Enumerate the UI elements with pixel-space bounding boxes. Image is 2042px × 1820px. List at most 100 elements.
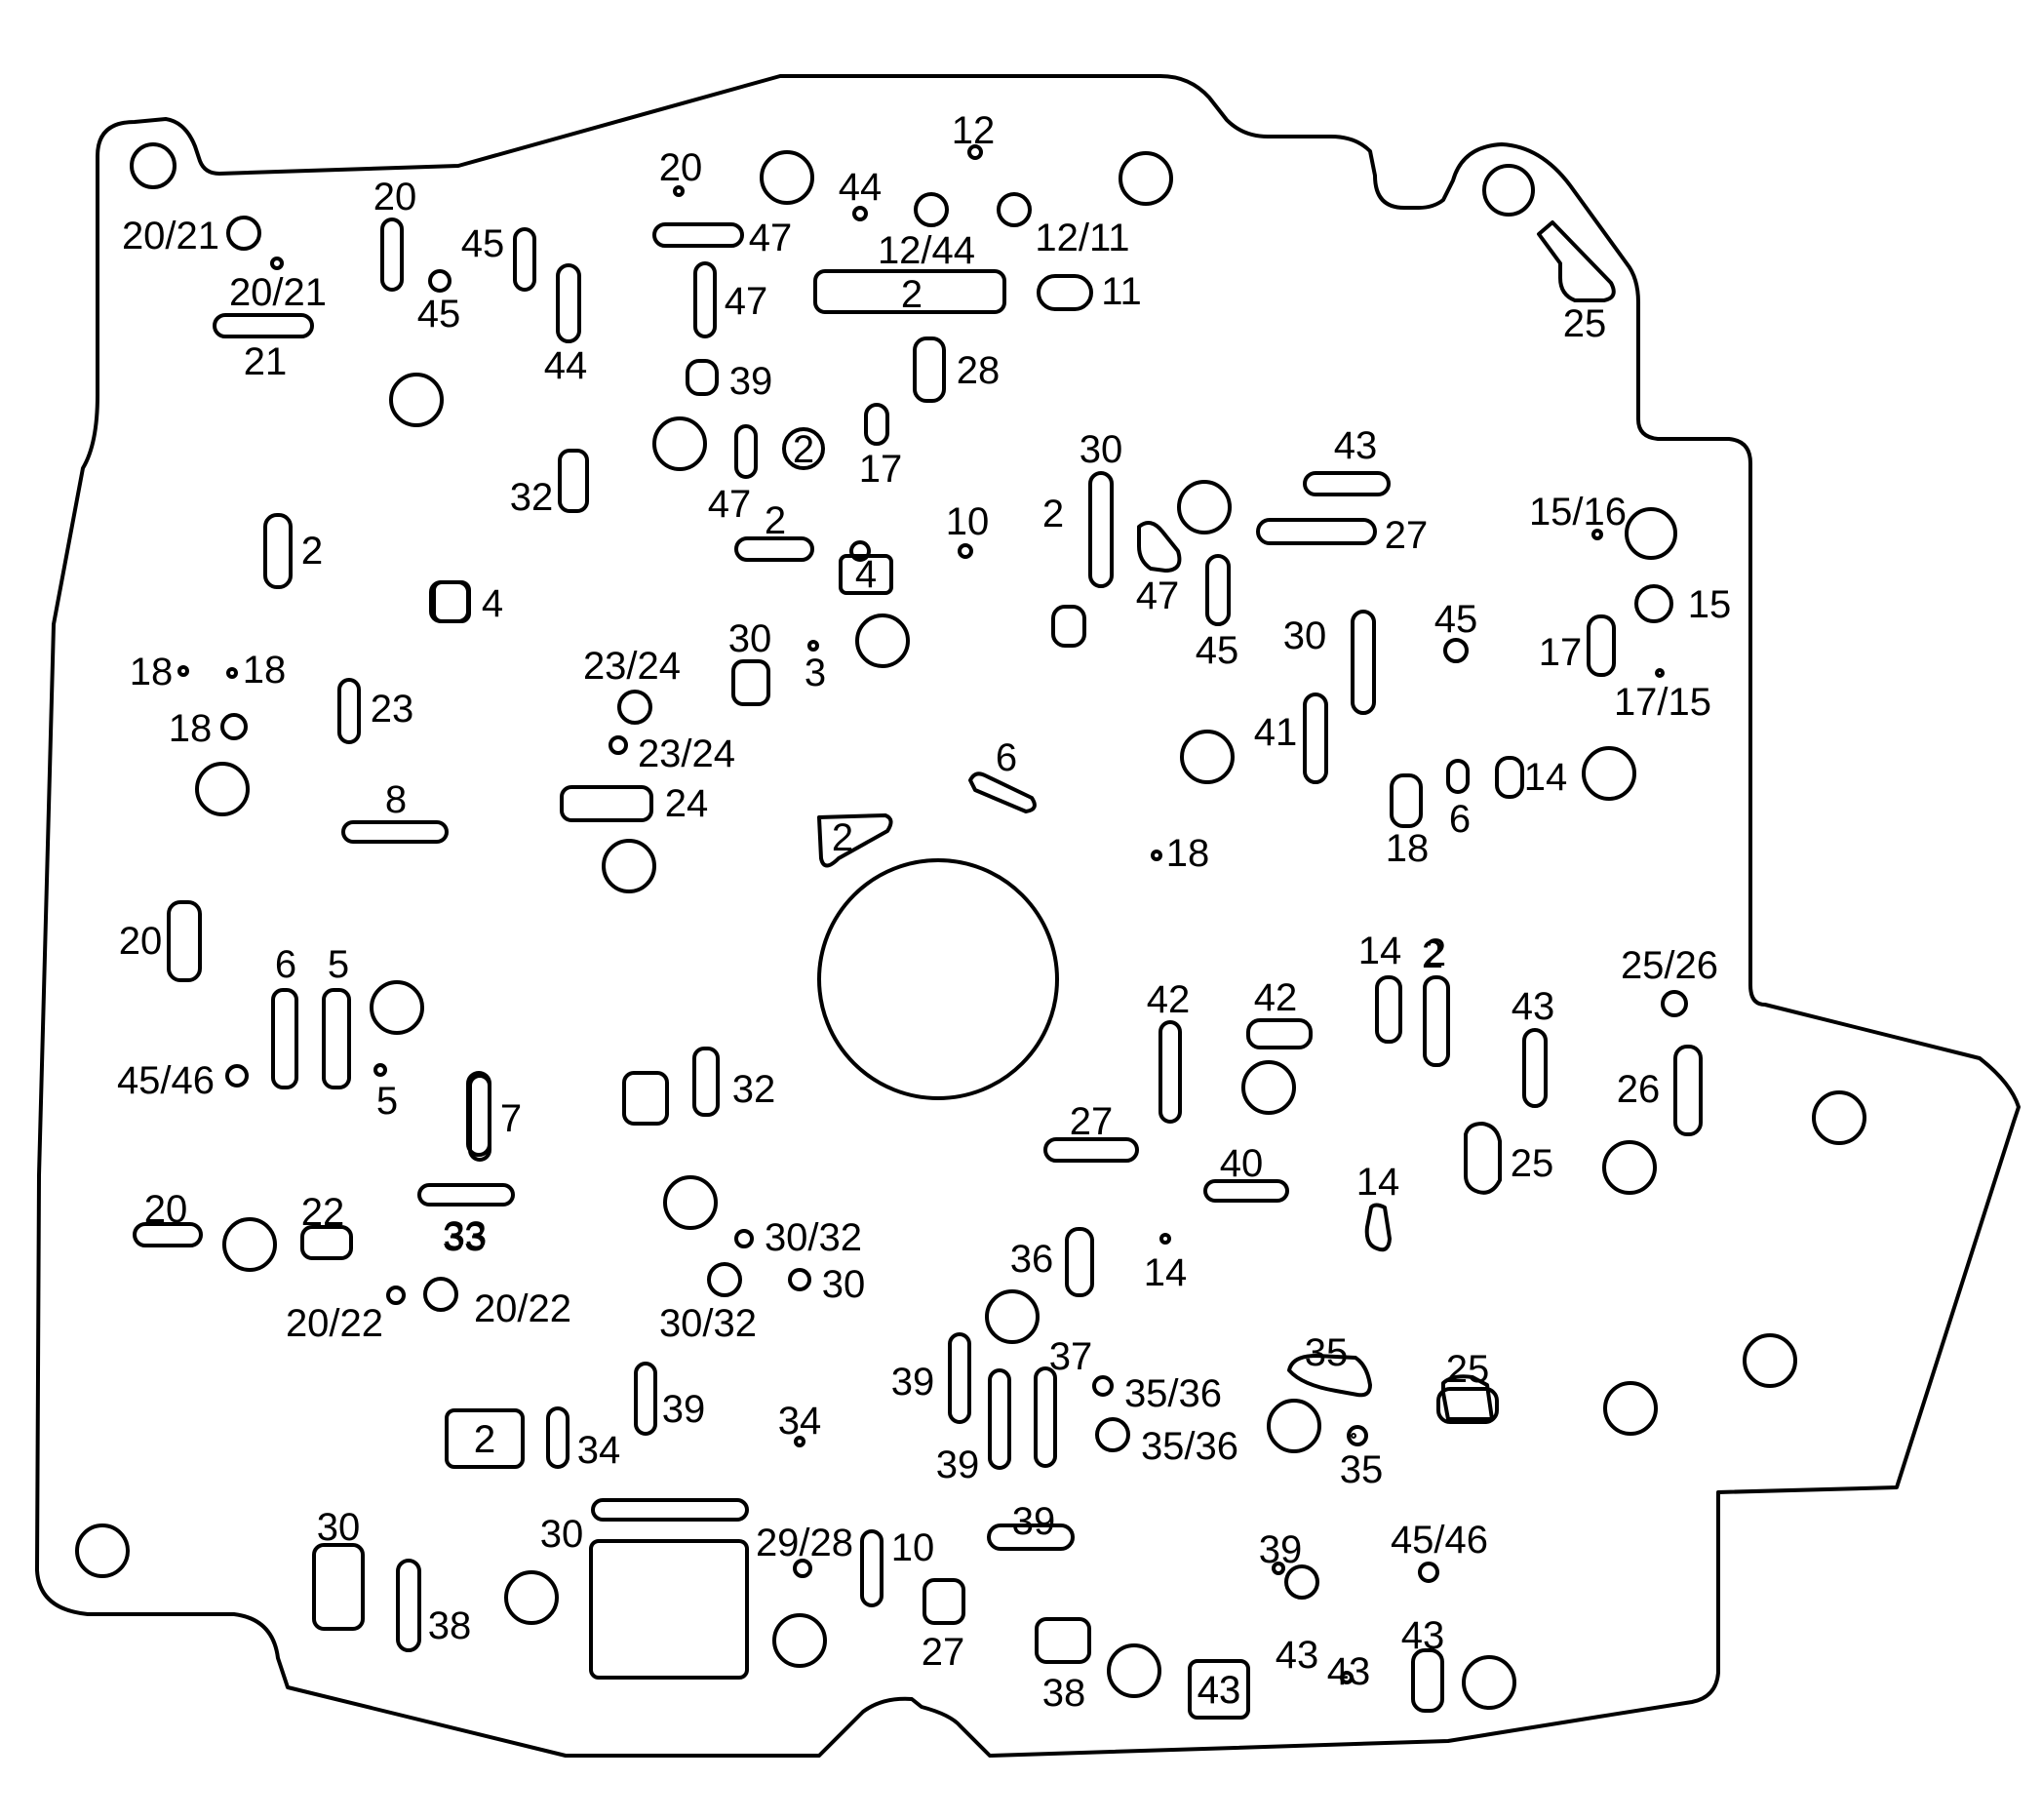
hole: [222, 1217, 277, 1272]
slot: [1673, 1045, 1703, 1136]
slot: [1303, 471, 1391, 496]
hole-label: 30/32: [659, 1302, 757, 1345]
hole-label: 14: [1358, 930, 1402, 972]
orifice: [1591, 529, 1603, 540]
slot: [1205, 554, 1231, 626]
slot: [634, 1362, 657, 1436]
hole-label: 12/11: [1035, 217, 1129, 259]
slot: [1034, 1366, 1057, 1468]
hole-label: 17: [859, 448, 903, 491]
orifice: [914, 192, 949, 227]
hole-label: 8: [385, 778, 407, 821]
slot: [692, 1047, 720, 1117]
orifice: [788, 1268, 811, 1291]
hole-label: 34: [577, 1429, 621, 1472]
slot: [322, 988, 351, 1089]
slot: [923, 1578, 965, 1625]
hole-label: 17: [1539, 631, 1583, 674]
hole-label: 43: [1276, 1634, 1319, 1677]
box-label: 2: [474, 1418, 495, 1461]
hole-label: 37: [1049, 1335, 1093, 1378]
hole-label: 27: [1385, 514, 1429, 557]
orifice: [226, 667, 238, 679]
label-box: [445, 1408, 525, 1469]
hole-label: 26: [1617, 1068, 1661, 1111]
hole-label: 20/22: [286, 1302, 383, 1345]
hole: [1602, 1140, 1657, 1195]
hole: [760, 150, 814, 205]
orifice: [967, 144, 983, 160]
hole: [1267, 1399, 1321, 1453]
slot: [271, 988, 298, 1089]
slots: [133, 218, 1703, 1713]
center-bore: [817, 858, 1059, 1100]
hole-label: 18: [1166, 832, 1210, 875]
hole-label: 42: [1254, 976, 1298, 1019]
hole-label: 45: [1196, 629, 1239, 672]
slot: [693, 261, 717, 338]
slot: [948, 1332, 971, 1424]
hole-label: 20: [119, 920, 163, 963]
hole-label: 18: [169, 707, 213, 750]
hole-label: 20/22: [474, 1287, 571, 1330]
hole: [1177, 480, 1232, 534]
hole-label: 11: [1101, 270, 1142, 313]
hole-label: 43: [1512, 985, 1555, 1028]
hole-label: 43: [1327, 1650, 1371, 1693]
orifice: [428, 269, 452, 293]
orifice: [734, 1229, 754, 1248]
port: [1537, 220, 1616, 302]
hole-label: 21: [244, 340, 288, 383]
slot: [731, 659, 770, 706]
orifice: [1347, 1425, 1368, 1446]
slot: [1035, 1617, 1091, 1664]
orifice: [807, 640, 819, 652]
hole-label: 6: [1449, 798, 1471, 841]
hole-label: 2: [301, 530, 323, 573]
slot: [734, 536, 814, 562]
slot: [468, 1074, 491, 1162]
port: [968, 772, 1037, 813]
hole-label: 43: [1198, 1669, 1241, 1712]
slot: [417, 1183, 515, 1207]
hole-label: 42: [1147, 978, 1191, 1021]
orifice: [226, 216, 261, 251]
orifice: [997, 192, 1032, 227]
orifice: [177, 665, 189, 677]
hole: [1462, 1655, 1516, 1710]
orifice: [1418, 1562, 1439, 1583]
hole: [195, 762, 250, 816]
hole-label: 28: [957, 349, 1001, 392]
hole-label: 10: [891, 1526, 935, 1569]
slot: [560, 785, 653, 822]
slot: [988, 1368, 1011, 1470]
slot: [1351, 610, 1376, 715]
hole-label: 39: [1259, 1528, 1303, 1571]
orifice: [1272, 1562, 1285, 1575]
slot: [396, 1559, 421, 1652]
hole: [504, 1570, 559, 1625]
slot: [860, 1529, 884, 1607]
hole-label: 34: [778, 1400, 822, 1443]
slot: [1037, 274, 1093, 311]
hole-label: 35: [1340, 1448, 1384, 1491]
hole: [1812, 1090, 1866, 1145]
slot: [380, 218, 404, 292]
hole-label: 47: [708, 483, 752, 526]
hole-label: 30: [728, 617, 772, 660]
hole-label: 30/32: [765, 1216, 862, 1259]
port: [1364, 1203, 1392, 1252]
slot: [1088, 471, 1114, 588]
slot: [1158, 1020, 1182, 1124]
orifice: [673, 185, 685, 197]
hole: [663, 1175, 718, 1230]
hole-label: 35/36: [1124, 1372, 1222, 1415]
hole: [1582, 746, 1636, 801]
box-label: 4: [855, 553, 877, 596]
hole-label: 38: [428, 1604, 472, 1647]
orifice: [423, 1277, 458, 1312]
hole: [389, 373, 444, 427]
hole-label: 24: [665, 782, 709, 825]
label-box: [432, 580, 471, 623]
